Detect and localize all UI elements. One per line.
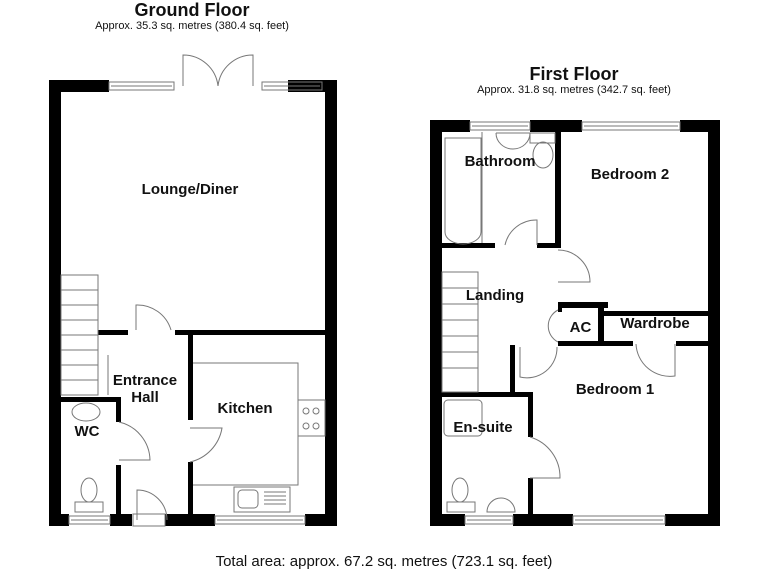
entrance-hall-text: Entrance Hall (112, 372, 178, 406)
ground-floor-title: Ground Floor (134, 0, 250, 20)
room-label-lounge-diner: Lounge/Diner (141, 181, 239, 198)
room-label-wc: WC (74, 423, 100, 440)
room-label-bathroom: Bathroom (464, 153, 536, 170)
room-label-ac: AC (569, 319, 592, 336)
room-label-landing: Landing (465, 287, 525, 304)
first-floor-plan (430, 120, 720, 526)
room-label-wardrobe: Wardrobe (620, 315, 690, 332)
room-label-bedroom-2: Bedroom 2 (590, 166, 670, 183)
total-area: Total area: approx. 67.2 sq. metres (723… (215, 553, 553, 570)
ground-floor-plan (49, 80, 337, 526)
first-floor-title: First Floor (529, 64, 619, 84)
room-label-bedroom-1: Bedroom 1 (575, 381, 655, 398)
room-label-entrance-hall: Entrance Hall (100, 372, 190, 406)
ground-floor-fixtures (60, 54, 326, 527)
room-label-kitchen: Kitchen (217, 400, 273, 417)
room-label-en-suite: En-suite (453, 419, 513, 436)
first-floor-fixtures (441, 121, 681, 525)
first-floor-area: Approx. 31.8 sq. metres (342.7 sq. feet) (477, 84, 671, 96)
ground-floor-area: Approx. 35.3 sq. metres (380.4 sq. feet) (95, 20, 289, 32)
